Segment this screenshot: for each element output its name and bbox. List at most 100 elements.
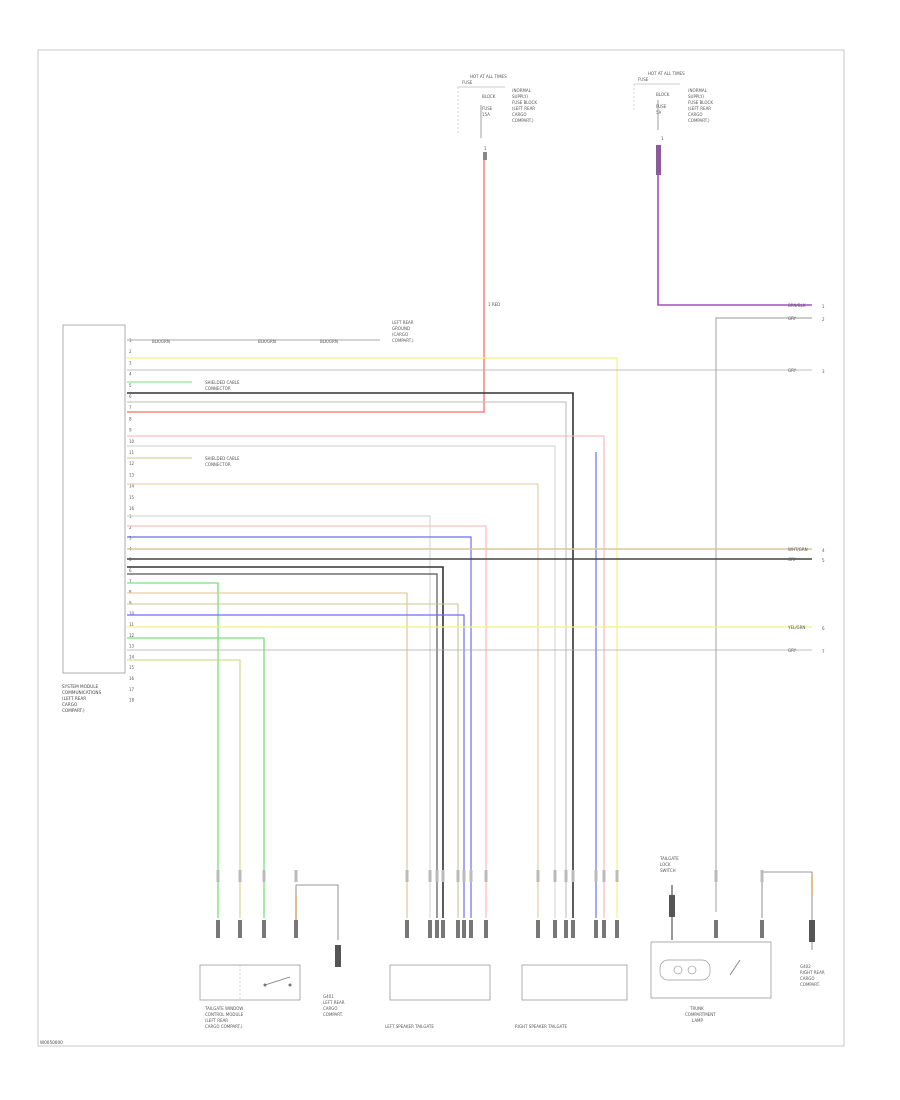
wire-terminal bbox=[571, 920, 575, 938]
svg-text:TRUNK: TRUNK bbox=[689, 1006, 704, 1011]
svg-text:(CARGO: (CARGO bbox=[392, 332, 408, 337]
pin-upper-7: 7 bbox=[129, 405, 132, 410]
right-end-pin: 4 bbox=[822, 548, 825, 553]
wire-terminal bbox=[405, 870, 409, 882]
ground-c4: G402 RIGHT REAR CARGO COMPART. bbox=[800, 920, 825, 987]
wire-dark-2 bbox=[127, 566, 444, 918]
pin-upper-16: 16 bbox=[129, 506, 135, 511]
right-end-label: YEL/GRN bbox=[787, 625, 805, 630]
svg-text:COMPART.: COMPART. bbox=[323, 1012, 343, 1017]
svg-text:LEFT SPEAKER TAILGATE: LEFT SPEAKER TAILGATE bbox=[385, 1024, 434, 1029]
wire-terminal bbox=[216, 870, 220, 882]
svg-text:CONNECTOR: CONNECTOR bbox=[205, 386, 231, 391]
wire-terminal bbox=[553, 870, 557, 882]
right-end-pin: 5 bbox=[822, 558, 825, 563]
svg-text:BLK/GRN: BLK/GRN bbox=[320, 339, 338, 344]
component-left-speaker: LEFT SPEAKER TAILGATE bbox=[385, 964, 491, 1029]
wire-terminal bbox=[294, 920, 298, 938]
component-trunk-lamp: TRUNK COMPARTMENT LAMP TAILGATE LOCK SWI… bbox=[650, 856, 772, 1023]
wire-terminal bbox=[456, 920, 460, 938]
ground-c1: G401 LEFT REAR CARGO COMPART. bbox=[323, 945, 345, 1017]
drop-terminals bbox=[216, 870, 764, 938]
pin-lower-9: 9 bbox=[129, 600, 132, 605]
wire-gray-2 bbox=[127, 401, 567, 918]
wire-labels: BLK/GRN BLK/GRN BLK/GRN LEFT REAR GROUND… bbox=[152, 302, 500, 467]
right-end-pin: 7 bbox=[822, 649, 825, 654]
pin-upper-14: 14 bbox=[129, 484, 135, 489]
wire-terminal bbox=[602, 870, 606, 882]
svg-text:CONTROL MODULE: CONTROL MODULE bbox=[205, 1012, 244, 1017]
svg-text:CONNECTOR: CONNECTOR bbox=[205, 462, 231, 467]
svg-text:(LEFT REAR: (LEFT REAR bbox=[512, 106, 535, 111]
wire-terminal bbox=[602, 920, 606, 938]
wire-c1-ground bbox=[295, 884, 339, 940]
wire-green-3 bbox=[127, 637, 265, 918]
svg-text:COMPARTMENT: COMPARTMENT bbox=[685, 1012, 716, 1017]
svg-text:CARGO: CARGO bbox=[62, 702, 78, 707]
wire-green-2 bbox=[127, 582, 219, 918]
pin-upper-6: 6 bbox=[129, 394, 132, 399]
pin-upper-8: 8 bbox=[129, 416, 132, 421]
pin-lower-7: 7 bbox=[129, 579, 132, 584]
wire-terminal bbox=[484, 920, 488, 938]
svg-text:SHIELDED CABLE: SHIELDED CABLE bbox=[205, 456, 240, 461]
svg-text:LAMP: LAMP bbox=[692, 1018, 704, 1023]
svg-text:(NORMAL: (NORMAL bbox=[512, 88, 532, 93]
right-end-label: GRY bbox=[788, 368, 797, 373]
svg-text:5A: 5A bbox=[656, 110, 662, 115]
right-end-pin: 6 bbox=[822, 626, 825, 631]
svg-text:CARGO: CARGO bbox=[512, 112, 527, 117]
svg-text:COMPART.: COMPART. bbox=[800, 982, 820, 987]
wire-terminal bbox=[564, 920, 568, 938]
right-end-label: GRY bbox=[788, 557, 797, 562]
wire-c4-ground bbox=[761, 871, 813, 950]
pin-upper-3: 3 bbox=[129, 360, 132, 365]
wire-terminal bbox=[428, 920, 432, 938]
wire-terminal bbox=[536, 870, 540, 882]
svg-text:BLK/GRN: BLK/GRN bbox=[152, 339, 170, 344]
svg-text:TAILGATE WINDOW: TAILGATE WINDOW bbox=[204, 1006, 243, 1011]
svg-text:SUPPLY): SUPPLY) bbox=[512, 94, 528, 99]
wire-terminal bbox=[615, 920, 619, 938]
svg-text:FUSE: FUSE bbox=[656, 104, 667, 109]
svg-text:1: 1 bbox=[484, 146, 487, 151]
component-right-speaker: RIGHT SPEAKER TAILGATE bbox=[515, 964, 628, 1029]
diagram-frame bbox=[37, 49, 845, 1047]
svg-text:FUSE BLOCK: FUSE BLOCK bbox=[688, 100, 713, 105]
svg-text:CARGO COMPART.): CARGO COMPART.) bbox=[205, 1024, 243, 1029]
wire-pink-1 bbox=[127, 435, 605, 918]
wire-blue-3 bbox=[127, 614, 465, 918]
pin-lower-8: 8 bbox=[129, 590, 132, 595]
pin-lower-3: 3 bbox=[129, 536, 132, 541]
wire-terminal bbox=[441, 920, 445, 938]
svg-text:SHIELDED CABLE: SHIELDED CABLE bbox=[205, 380, 240, 385]
svg-text:(LEFT REAR: (LEFT REAR bbox=[688, 106, 711, 111]
wire-terminal bbox=[238, 870, 242, 882]
wire-lightgray-1 bbox=[127, 445, 556, 918]
wire-yellow-1 bbox=[127, 357, 618, 918]
pin-upper-11: 11 bbox=[129, 450, 135, 455]
wire-terminal bbox=[594, 920, 598, 938]
pin-upper-12: 12 bbox=[129, 461, 135, 466]
wire-terminal bbox=[484, 870, 488, 882]
pin-upper-5: 5 bbox=[129, 383, 132, 388]
wire-tan-2 bbox=[127, 592, 408, 918]
pin-upper-13: 13 bbox=[129, 472, 135, 477]
wire-red-fuse bbox=[127, 160, 485, 413]
wire-dark-1 bbox=[127, 392, 574, 918]
svg-text:RIGHT SPEAKER TAILGATE: RIGHT SPEAKER TAILGATE bbox=[515, 1024, 567, 1029]
right-end-label: WHT/GRN bbox=[788, 547, 808, 552]
wire-terminal bbox=[760, 870, 764, 882]
svg-text:FUSE: FUSE bbox=[482, 106, 493, 111]
wire-terminal bbox=[469, 920, 473, 938]
wire-gray-trunk bbox=[715, 317, 812, 912]
pin-upper-9: 9 bbox=[129, 428, 132, 433]
module-body bbox=[62, 324, 126, 674]
pin-lower-1: 1 bbox=[129, 514, 132, 519]
fuse-left-header: HOT AT ALL TIMES bbox=[470, 74, 507, 79]
svg-text:LEFT REAR: LEFT REAR bbox=[323, 1000, 345, 1005]
svg-text:COMMUNICATIONS: COMMUNICATIONS bbox=[62, 690, 102, 695]
wire-terminal bbox=[405, 920, 409, 938]
